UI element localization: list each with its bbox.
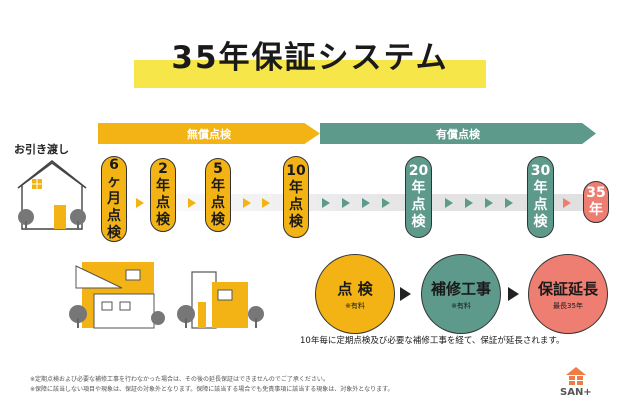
- pill-text: 検: [533, 214, 548, 230]
- timeline-chevron-icon: [243, 198, 251, 208]
- process-sub: ※有料: [345, 301, 365, 310]
- paid-inspection-band: 有償点検: [320, 123, 596, 144]
- pill-text: 検: [411, 214, 426, 230]
- pill-text: 2: [158, 161, 168, 177]
- note-1: ※定期点検および必要な補修工事を行わなかった場合は、その後の延長保証はできません…: [30, 376, 329, 383]
- pill-text: 6: [109, 156, 119, 173]
- free-inspection-band: 無償点検: [98, 123, 320, 144]
- pill-text: 月: [107, 190, 121, 207]
- inspection-35-year: 35 年: [583, 181, 609, 223]
- pill-text: 点: [156, 195, 170, 211]
- timeline-chevron-icon: [188, 198, 196, 208]
- inspection-10-year: 10 年 点 検: [283, 156, 309, 238]
- pill-text: 点: [289, 197, 303, 213]
- pill-text: 10: [286, 163, 306, 179]
- paid-inspection-label: 有償点検: [436, 127, 480, 141]
- handover-label: お引き渡し: [14, 143, 69, 156]
- arrow-icon: [508, 287, 519, 301]
- pill-text: 検: [107, 224, 121, 241]
- inspection-2-year: 2 年 点 検: [150, 158, 176, 232]
- timeline-track: [120, 194, 600, 211]
- inspection-5-year: 5 年 点 検: [205, 158, 231, 232]
- timeline-chevron-icon: [382, 198, 390, 208]
- title-highlight: [134, 60, 486, 88]
- process-label: 補修工事: [430, 279, 491, 298]
- timeline-chevron-icon: [362, 198, 370, 208]
- pill-text: 検: [156, 212, 170, 228]
- process-caption: 10年毎に定期点検及び必要な補修工事を経て、保証が延長されます。: [300, 336, 565, 346]
- timeline-chevron-icon: [342, 198, 350, 208]
- free-inspection-label: 無償点検: [187, 127, 231, 141]
- note-2: ※保障に該当しない項目や現象は、保証の対象外となります。保障に該当する場合でも免…: [30, 386, 394, 393]
- timeline-chevron-icon: [262, 198, 270, 208]
- pill-text: 点: [533, 197, 548, 213]
- process-label: 保証延長: [537, 279, 598, 298]
- process-sub: 最長35年: [553, 301, 583, 310]
- pill-text: 年: [211, 178, 225, 194]
- arrow-icon: [400, 287, 411, 301]
- pill-text: 点: [211, 195, 225, 211]
- timeline-chevron-icon: [136, 198, 144, 208]
- inspection-6-month: 6 ヶ 月 点 検: [101, 156, 127, 242]
- inspection-20-year: 20 年 点 検: [405, 156, 432, 238]
- pill-text: 検: [289, 214, 303, 230]
- process-repair: 補修工事 ※有料: [421, 254, 501, 334]
- pill-text: 5: [213, 161, 223, 177]
- pill-text: 年: [533, 180, 548, 196]
- timeline-chevron-icon: [505, 198, 513, 208]
- timeline-chevron-icon: [465, 198, 473, 208]
- inspection-30-year: 30 年 点 検: [527, 156, 554, 238]
- brand-logo-icon: [566, 367, 586, 385]
- yellow-house-icon: [69, 262, 165, 329]
- process-extension: 保証延長 最長35年: [528, 254, 608, 334]
- pill-text: 年: [411, 180, 426, 196]
- page-title: 35年保証システム: [171, 40, 449, 76]
- pill-text: 20: [408, 163, 429, 179]
- pill-text: ヶ: [107, 173, 121, 190]
- pill-text: 年: [589, 202, 603, 218]
- pill-text: 35: [586, 185, 606, 201]
- timeline-chevron-icon: [322, 198, 330, 208]
- pill-text: 年: [156, 178, 170, 194]
- handover-house-icon: [17, 159, 87, 230]
- timeline-chevron-icon: [445, 198, 453, 208]
- pill-text: 検: [211, 212, 225, 228]
- white-house-icon: [177, 271, 264, 329]
- process-label: 点 検: [337, 279, 373, 298]
- timeline-chevron-icon: [563, 198, 571, 208]
- brand-logo-text: SAN+: [560, 387, 592, 398]
- pill-text: 点: [107, 207, 121, 224]
- pill-text: 点: [411, 197, 426, 213]
- process-inspection: 点 検 ※有料: [315, 254, 395, 334]
- process-sub: ※有料: [451, 301, 471, 310]
- pill-text: 年: [289, 180, 303, 196]
- timeline-chevron-icon: [485, 198, 493, 208]
- pill-text: 30: [530, 163, 551, 179]
